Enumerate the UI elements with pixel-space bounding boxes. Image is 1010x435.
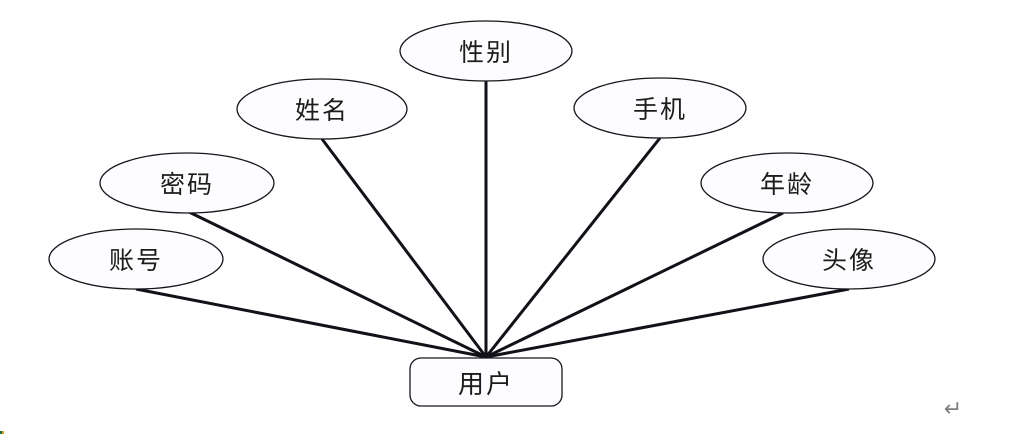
- attribute-ellipse-password: [99, 152, 275, 214]
- entity-rect-user: [409, 357, 563, 407]
- connector-line-age: [485, 211, 784, 359]
- connector-line-password: [188, 210, 487, 359]
- attribute-ellipse-mobile: [573, 77, 747, 139]
- corner-artifact: [0, 431, 4, 434]
- attribute-ellipse-name: [236, 78, 408, 140]
- connector-line-account: [135, 287, 487, 359]
- connector-line-mobile: [484, 137, 662, 358]
- connector-line-avatar: [485, 287, 850, 359]
- entity-shape: [409, 357, 563, 407]
- attribute-ellipse-gender: [399, 20, 573, 82]
- paragraph-return-icon: ↵: [943, 397, 963, 422]
- attribute-ellipse-avatar: [762, 228, 936, 290]
- connector-lines: [135, 81, 850, 359]
- attribute-shapes: [48, 20, 936, 290]
- attribute-ellipse-account: [48, 228, 224, 290]
- connector-line-name: [320, 138, 488, 358]
- attribute-ellipse-age: [700, 152, 874, 214]
